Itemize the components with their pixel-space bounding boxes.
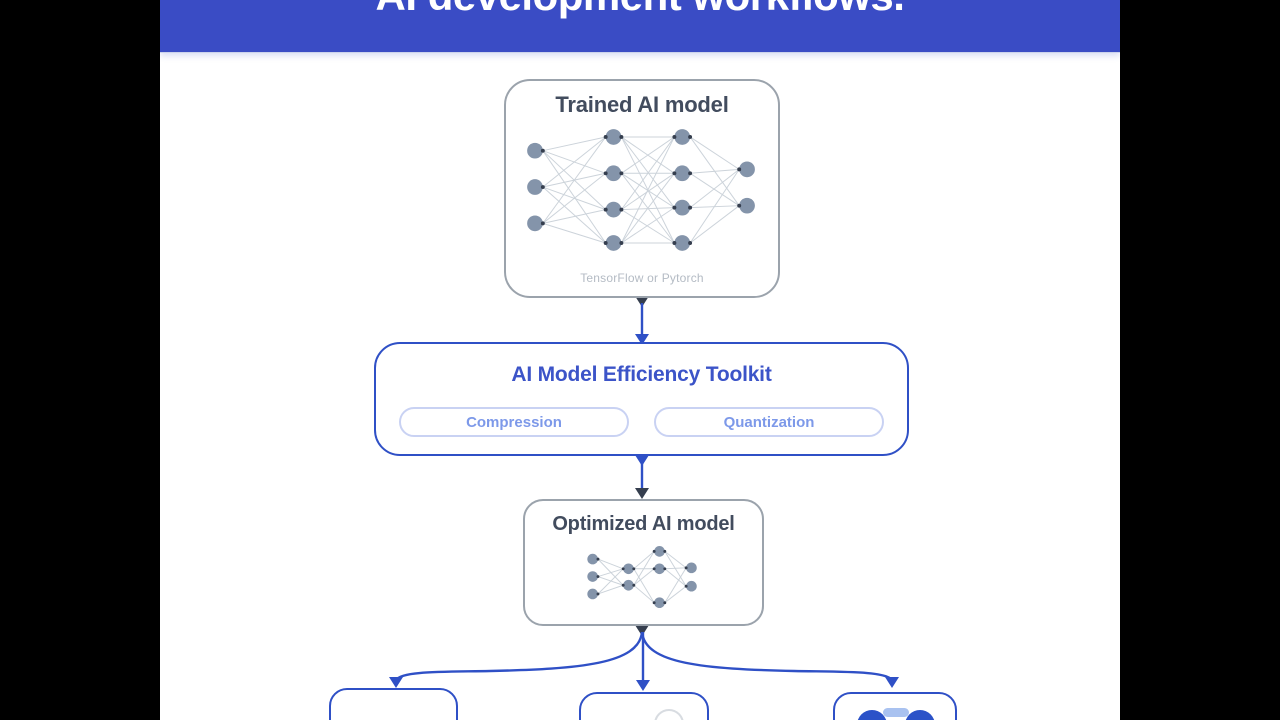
optimized-network-diagram (587, 546, 697, 609)
header-bar: AI development workflows. (160, 0, 1120, 52)
trained-model-title: Trained AI model (555, 92, 729, 117)
trained-model-box: Trained AI model TensorFlow or Pytorch (504, 79, 780, 298)
output-box-left (329, 688, 458, 720)
camera-lens-icon (654, 709, 684, 720)
compression-button: Compression (399, 407, 629, 437)
letterbox-right (1120, 0, 1280, 720)
toolkit-buttons: Compression Quantization (376, 407, 907, 437)
optimized-model-title: Optimized AI model (552, 513, 735, 535)
letterbox-left (0, 0, 160, 720)
output-box-center (579, 692, 709, 720)
output-box-right (833, 692, 957, 720)
quantization-button: Quantization (654, 407, 884, 437)
toolkit-title: AI Model Efficiency Toolkit (511, 363, 772, 386)
optimized-model-box: Optimized AI model (523, 499, 764, 626)
toolkit-box: AI Model Efficiency Toolkit Compression … (374, 342, 909, 456)
page-title: AI development workflows. (160, 0, 1120, 20)
trained-model-caption: TensorFlow or Pytorch (580, 271, 704, 285)
trained-network-diagram (527, 129, 755, 251)
slide-content: AI development workflows. Trained AI mod… (160, 0, 1120, 720)
